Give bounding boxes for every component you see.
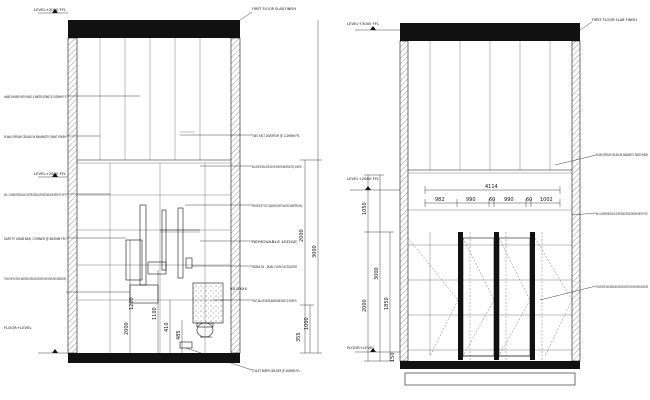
left-dim-3000: 3000 — [312, 245, 318, 258]
left-dim-485: 485 — [176, 330, 182, 340]
left-dim-355: 355 — [296, 332, 302, 342]
right-level-floor-label: FLOOR+LEVEL — [347, 345, 375, 350]
right-dim-total: 4114 — [424, 184, 561, 194]
right-floor-slab — [400, 361, 580, 369]
left-level-floor-marker: FLOOR+LEVEL — [4, 325, 68, 354]
left-dim-1100: 1100 — [152, 307, 158, 320]
left-level-floor-label: FLOOR+LEVEL — [4, 325, 32, 330]
left-note-slab: FIRST FLOOR SLAB FINISH — [252, 6, 296, 11]
left-floor-slab — [68, 353, 240, 363]
left-note-wc: TOILET WALL MOUNTED WASHDOWN MODEL @ 550… — [252, 298, 298, 303]
left-note-ledge: REMOVABLE LEDGE — [252, 239, 298, 244]
left-dim-410: 410 — [164, 322, 170, 332]
left-dim-2000: 2000 — [124, 322, 130, 335]
right-tile-grid — [408, 209, 572, 351]
right-annotations: FIRST FLOOR SLAB FINISH PLAIN GYPSUM CEI… — [539, 17, 648, 301]
left-dim-2000-outer: 2000 — [299, 229, 305, 242]
right-level-floor-marker: FLOOR+LEVEL — [347, 345, 400, 353]
right-dim-60a: 60 — [489, 197, 495, 203]
left-annotations-right: FIRST FLOOR SLAB FINISH TWO EXIT DIVERTO… — [180, 6, 302, 373]
right-floor-base — [404, 372, 576, 386]
left-tile-grid — [77, 163, 231, 353]
left-ceiling-void-lines — [99, 38, 201, 160]
left-annotations-left: HAND SHOWER WITH BASE & WATER INTAKE @ 1… — [4, 94, 140, 293]
left-note-toilet-cleaner: SPRAY WATER JET TOILET CLEANER WITH SAFE… — [252, 203, 302, 208]
left-level-ceiling-label: LEVEL+2600 FFL — [34, 171, 67, 176]
left-wall-left — [67, 37, 78, 354]
left-note-tiles: 600 x 1200MM PORCELAIN TILES PROVENZA ZE… — [4, 192, 66, 197]
right-wall-left — [399, 40, 409, 362]
right-level-slab-label: LEVEL+3000 FFL — [347, 21, 380, 26]
right-level-ceiling-marker: LEVEL+2600 FFL — [347, 176, 400, 191]
left-note-panels: TOP QUALITY 6MM THK. STRAIGHT LAMINATED … — [4, 276, 66, 281]
right-note-slab: FIRST FLOOR SLAB FINISH — [592, 17, 637, 22]
left-elevation: LEVEL+3000 FFL LEVEL+2600 FFL — [4, 6, 322, 373]
right-level-slab-marker: LEVEL+3000 FFL — [347, 21, 400, 31]
right-note-ceiling: PLAIN GYPSUM CEILING IN ENAMASTIC PAINT … — [596, 152, 648, 157]
right-dim-1002: 1002 — [540, 197, 553, 203]
left-outer-dims: 2000 3000 1000 355 — [296, 20, 322, 354]
right-slab — [400, 23, 580, 41]
right-level-ceiling-label: LEVEL+2600 FFL — [347, 176, 380, 181]
left-note-flush: SIGMA 50 - DUAL FLUSH ACTUATOR — [252, 264, 297, 269]
right-dim-2000: 2000 — [362, 299, 368, 312]
left-note-xx: XX DXXX — [230, 286, 248, 291]
left-wall-right — [230, 37, 241, 354]
right-dim-chain: 982 990 60 990 60 1002 — [424, 197, 561, 207]
left-note-hand-shower: HAND SHOWER WITH BASE & WATER INTAKE @ 1… — [4, 94, 66, 99]
left-note-paper: TOILET PAPER HOLDER @ 460MM FFL — [251, 368, 300, 373]
right-note-panels: TOP QUALITY 6MM THK. STRAIGHT LAMINATED … — [596, 284, 648, 289]
right-dim-4114: 4114 — [485, 184, 498, 190]
left-level-slab-label: LEVEL+3000 FFL — [34, 7, 67, 12]
left-level-slab-marker: LEVEL+3000 FFL — [34, 7, 68, 14]
left-fixtures — [125, 204, 200, 304]
left-wc-carrier — [192, 282, 224, 324]
right-dim-1050: 1050 — [362, 202, 368, 215]
left-level-ceiling-marker: LEVEL+2600 FFL — [34, 171, 68, 178]
left-toilet — [196, 322, 214, 338]
right-ceiling-void-lines — [408, 41, 572, 174]
right-cubicle-doors — [407, 232, 573, 360]
right-dim-60b: 60 — [526, 197, 532, 203]
left-note-grab-bar: SAFETY GRAB BAR, CORNER @ 800MM FFL — [4, 236, 67, 241]
left-slab — [68, 20, 240, 38]
right-note-tiles: 600 x 1200MM PORCELAIN TILES PROVENZA ZE… — [596, 211, 648, 216]
right-vertical-dims: 1050 3000 2000 1850 150 — [362, 174, 396, 362]
right-dim-990a: 990 — [466, 197, 476, 203]
left-note-ceiling: PLAIN GYPSUM CEILING IN ENAMASTIC PAINT … — [4, 134, 66, 139]
right-elevation: LEVEL+3000 FFL LEVEL+2600 FFL — [347, 17, 648, 386]
right-dim-3000: 3000 — [374, 267, 380, 280]
left-note-divertor: TWO EXIT DIVERTOR @ 1100MM FFL — [251, 133, 300, 138]
right-dim-1850: 1850 — [384, 297, 390, 310]
left-dim-1000: 1000 — [304, 317, 310, 330]
right-dim-150: 150 — [390, 352, 396, 362]
left-inner-dims: 2000 1200 1100 410 485 — [124, 240, 183, 353]
right-wall-right — [571, 40, 581, 362]
right-cubicle-partitions — [458, 232, 535, 360]
right-dim-990b: 990 — [504, 197, 514, 203]
left-dim-1200: 1200 — [129, 297, 135, 310]
left-note-soap-dish: WALL MOUNTED METAL SOAP DISH FOR SHOWER … — [252, 164, 302, 169]
right-dim-982: 982 — [435, 197, 445, 203]
